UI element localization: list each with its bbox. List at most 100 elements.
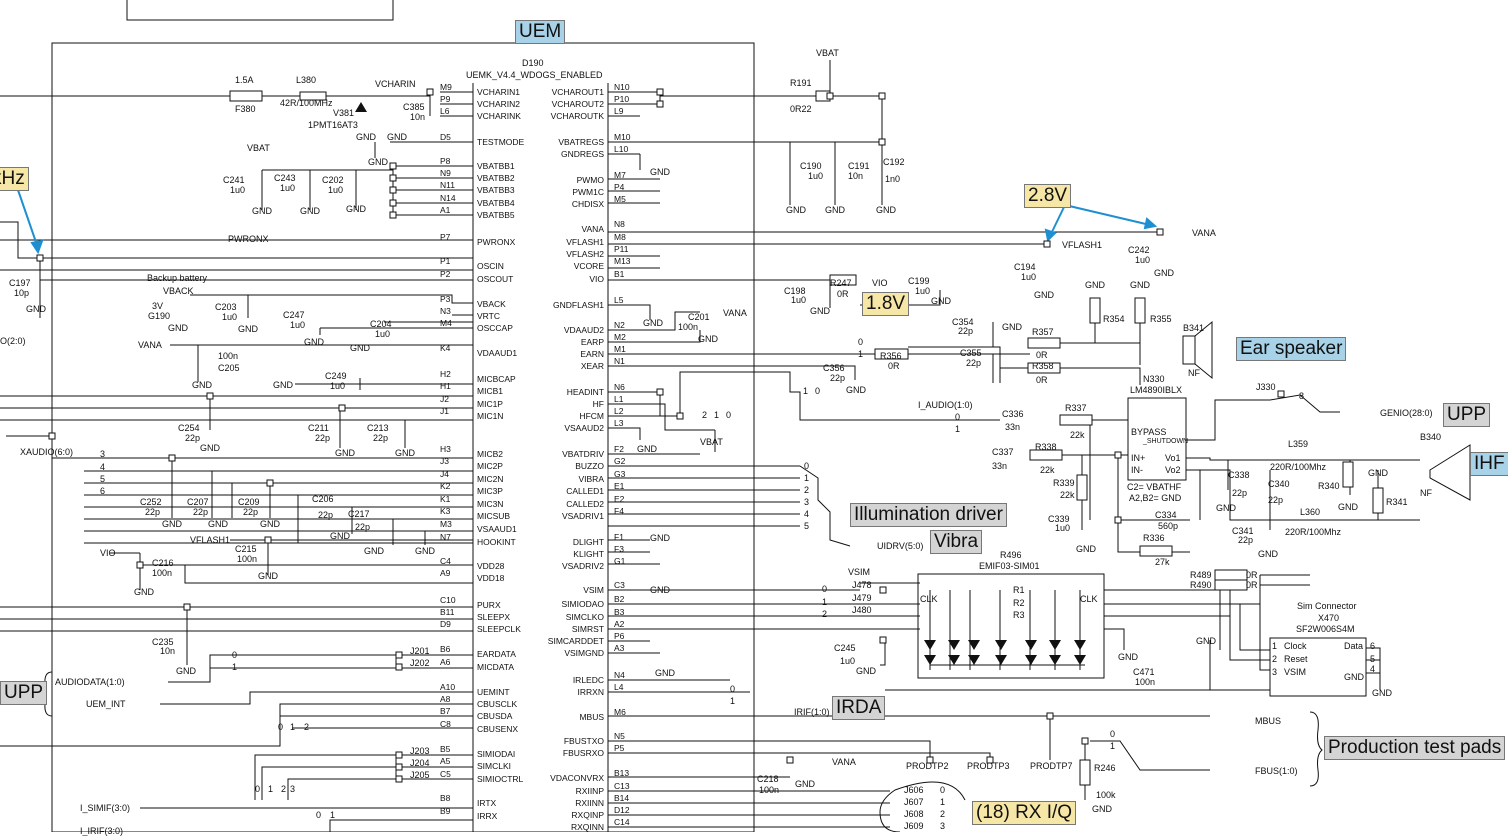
- r1-label: R1: [1013, 585, 1025, 595]
- rx-bit-0: 0: [940, 785, 946, 795]
- gnd-label-2: GND: [387, 132, 407, 142]
- uem-pin-num: M10: [614, 132, 631, 142]
- cbus-bit-1: 1: [290, 722, 296, 732]
- uem-pin-vbatbb4: VBATBB4: [477, 198, 515, 208]
- c197-label: C197: [9, 278, 31, 288]
- uem-pin-mic3n: MIC3N: [477, 499, 504, 509]
- clk-label-1: CLK: [920, 594, 938, 604]
- gnd-label-7: GND: [26, 304, 46, 314]
- uem-pin-cbusenx: CBUSENX: [477, 724, 519, 734]
- c217-label: C217: [348, 509, 370, 519]
- audiodata-bit-1: 1: [232, 662, 238, 672]
- callout-ear-speaker: Ear speaker: [1236, 337, 1347, 361]
- b340-label: B340: [1420, 432, 1442, 442]
- uem-pin-simioctrl: SIMIOCTRL: [477, 774, 524, 784]
- uem-pin-num: L4: [614, 682, 624, 692]
- uem-pin-vibra: VIBRA: [578, 474, 604, 484]
- uem-part: UEMK_V4.4_WDOGS_ENABLED: [466, 70, 603, 80]
- callout-1-8v: 1.8V: [862, 292, 910, 316]
- c356-value: 22p: [830, 373, 846, 383]
- sim-bit-0: 0: [255, 784, 261, 794]
- rx-bit-1: 1: [940, 797, 946, 807]
- uem-pin-num: N8: [614, 219, 625, 229]
- uem-pin-vrtc: VRTC: [477, 311, 500, 321]
- rx-bit-2: 2: [940, 809, 946, 819]
- uem-pin-micb1: MICB1: [477, 386, 503, 396]
- uem-pin-simcarddet: SIMCARDDET: [547, 636, 604, 646]
- c202-value: 1u0: [328, 185, 344, 195]
- uem-pin-num: P1: [440, 256, 451, 266]
- j205-label: J205: [410, 770, 430, 780]
- uem-pin-num: M9: [440, 82, 452, 92]
- uem-pin-oscin: OSCIN: [477, 261, 504, 271]
- uem-pin-num: J1: [440, 406, 449, 416]
- uem-pin-fbustxo: FBUSTXO: [563, 736, 604, 746]
- uem-pin-micdata: MICDATA: [477, 662, 514, 672]
- gnd-label-4: GND: [252, 206, 272, 216]
- uem-pin-num: N2: [614, 320, 625, 330]
- uem-pin-simrst: SIMRST: [571, 624, 604, 634]
- gnd-label-13: GND: [273, 380, 293, 390]
- uem-pin-num: M7: [614, 170, 626, 180]
- uem-pin-vsim: VSIM: [583, 585, 604, 595]
- prodtp3-label: PRODTP3: [967, 761, 1010, 771]
- c215-value: 100n: [237, 554, 258, 564]
- uem-pin-vana: VANA: [581, 224, 604, 234]
- amp-bypass: BYPASS: [1131, 427, 1167, 437]
- fbus-bit-0: 0: [1110, 729, 1116, 739]
- r356-value: 0R: [888, 361, 900, 371]
- clk-label-2: CLK: [1080, 594, 1098, 604]
- x470-pin-1: 1: [1272, 641, 1278, 651]
- c336-label: C336: [1002, 409, 1024, 419]
- gnd-label-31: GND: [931, 296, 951, 306]
- r357-label: R357: [1032, 327, 1054, 337]
- uem-pin-dlight: DLIGHT: [572, 537, 604, 547]
- uem-pin-pwmo: PWMO: [576, 175, 604, 185]
- uem-pin-num: B5: [440, 744, 451, 754]
- audiodata-label: AUDIODATA(1:0): [55, 677, 125, 687]
- gnd-label-53: GND: [1092, 804, 1112, 814]
- r2-label: R2: [1013, 598, 1025, 608]
- gnd-label-52: GND: [650, 533, 670, 543]
- gnd-label-36: GND: [1002, 322, 1022, 332]
- uem-pin-rxiinp: RXIINP: [575, 786, 604, 796]
- c339-value: 1u0: [1055, 523, 1071, 533]
- uem-pin-num: B11: [440, 607, 455, 617]
- callout-production-test-pads: Production test pads: [1324, 736, 1506, 760]
- r246-label: R246: [1094, 763, 1116, 773]
- uem-pin-num: K1: [440, 494, 451, 504]
- b341-label: B341: [1183, 323, 1205, 333]
- sim-connector-label: Sim Connector: [1297, 601, 1357, 611]
- callout-upp-right: UPP: [1443, 403, 1491, 427]
- gnd-label-25: GND: [176, 666, 196, 676]
- uem-pin-vdaaud1: VDAAUD1: [477, 348, 518, 358]
- c241-label: C241: [223, 175, 245, 185]
- r3-label: R3: [1013, 610, 1025, 620]
- c249-label: C249: [325, 371, 347, 381]
- uidrv-bit-2: 2: [804, 485, 810, 495]
- uem-pin-num: F4: [614, 506, 624, 516]
- uem-pin-gndregs: GNDREGS: [561, 149, 604, 159]
- c354-value: 22p: [958, 326, 974, 336]
- c355-label: C355: [960, 348, 982, 358]
- callout-irda: IRDA: [832, 696, 886, 720]
- uidrv-label: UIDRV(5:0): [877, 541, 924, 551]
- gnd-label-38: GND: [1085, 280, 1105, 290]
- irif-bit-1: 1: [330, 810, 336, 820]
- c190-value: 1u0: [808, 171, 824, 181]
- c355-value: 22p: [966, 358, 982, 368]
- uem-pin-vcharin1: VCHARIN1: [477, 87, 520, 97]
- uem-pin-vsaaud1: VSAAUD1: [477, 524, 517, 534]
- uem-pin-simclko: SIMCLKO: [565, 612, 604, 622]
- c201-label: C201: [688, 312, 710, 322]
- prodtp7-label: PRODTP7: [1030, 761, 1073, 771]
- gnd-label-21: GND: [364, 546, 384, 556]
- uem-pin-micb2: MICB2: [477, 449, 503, 459]
- gnd-label-17: GND: [162, 519, 182, 529]
- uem-pin-simclki: SIMCLKI: [477, 761, 512, 771]
- uidrv-bit-3: 3: [804, 497, 810, 507]
- uem-pin-fbusrxo: FBUSRXO: [562, 748, 604, 758]
- l359-value: 220R/100Mhz: [1270, 462, 1327, 472]
- uem-pin-num: F2: [614, 444, 624, 454]
- r356-label: R356: [880, 351, 902, 361]
